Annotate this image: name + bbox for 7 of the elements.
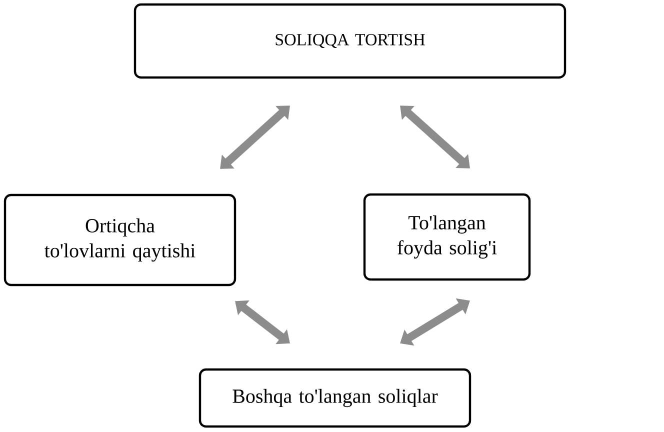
arrow [400, 106, 470, 168]
arrow [400, 298, 470, 346]
process-box: Ortiqcha to'lovlarni qaytishi [4, 194, 236, 286]
process-box: Boshqa to'langan soliqlar [198, 368, 472, 428]
arrow [220, 106, 290, 169]
process-box: SOLIQQA TORTISH [134, 3, 566, 79]
process-box: To'langan foyda solig'i [363, 193, 531, 281]
